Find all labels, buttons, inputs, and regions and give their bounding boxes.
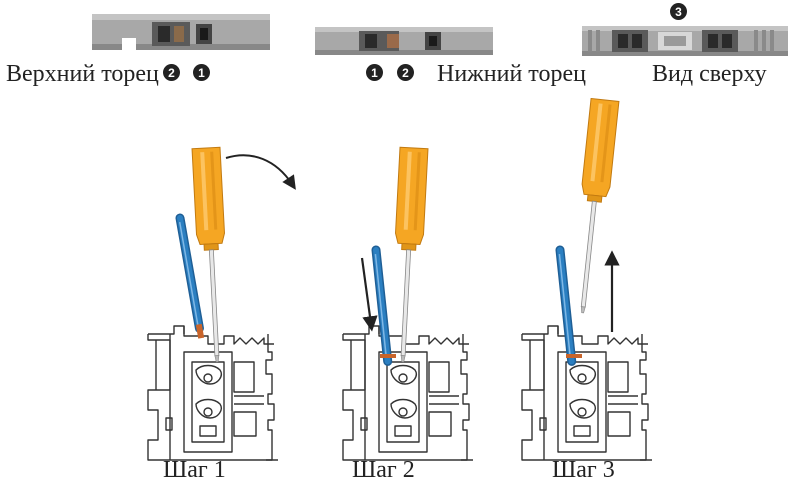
step2-drawing [342, 146, 474, 461]
badge-1: 1 [193, 64, 210, 81]
bottom-end-label: Нижний торец [437, 61, 586, 87]
badge-2: 2 [163, 64, 180, 81]
badge-1: 1 [366, 64, 383, 81]
top-end-label: Верхний торец [6, 61, 159, 87]
badge-3: 3 [670, 3, 687, 20]
step3-drawing [521, 98, 653, 461]
step2-label: Шаг 2 [352, 457, 415, 483]
top-view-label: Вид сверху [652, 61, 767, 87]
badge-2: 2 [397, 64, 414, 81]
step3-label: Шаг 3 [552, 457, 615, 483]
step1-drawing [147, 146, 296, 461]
top-view-terminal-photo [582, 26, 788, 56]
step1-label: Шаг 1 [163, 457, 226, 483]
bottom-end-terminal-photo [315, 27, 493, 55]
top-end-terminal-photo [92, 14, 270, 50]
